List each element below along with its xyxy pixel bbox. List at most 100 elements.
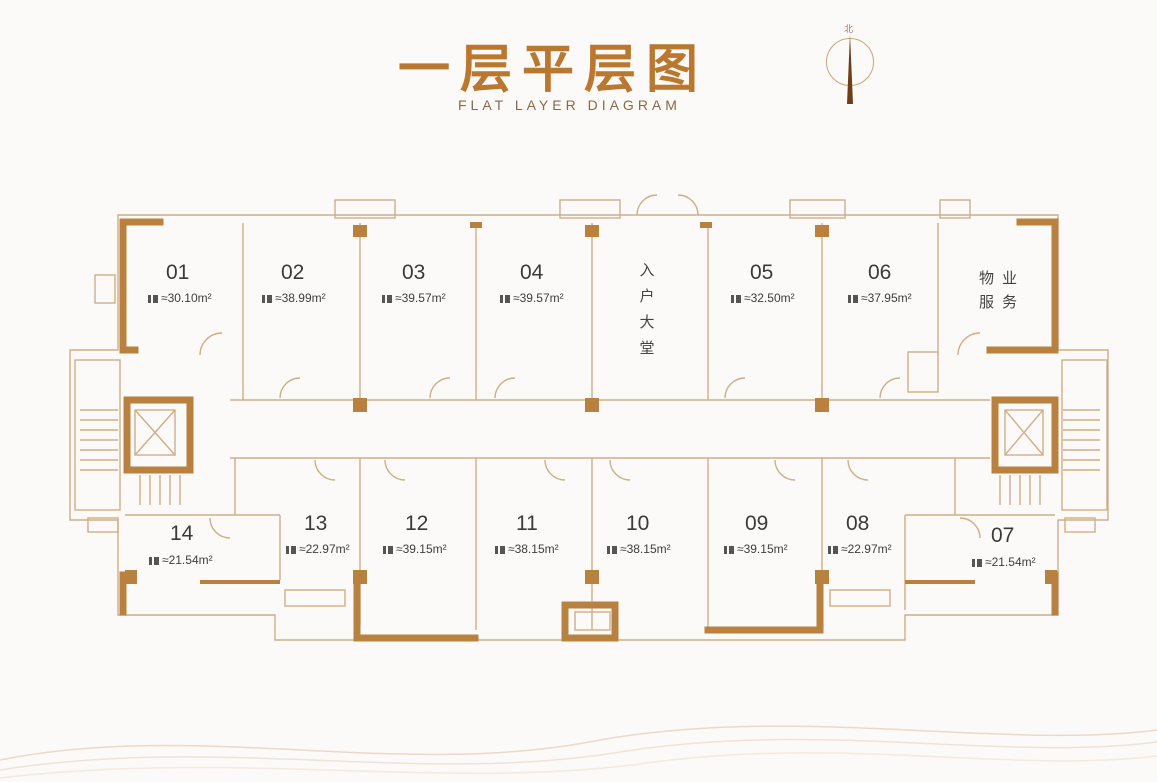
compass-icon: 北 bbox=[820, 22, 880, 104]
corridor-lines bbox=[230, 399, 990, 459]
ac-unit bbox=[559, 199, 621, 219]
area-icon bbox=[148, 294, 158, 303]
ac-unit bbox=[574, 611, 611, 631]
page-subtitle: FLAT LAYER DIAGRAM bbox=[458, 97, 681, 113]
room-11-area-value: ≈38.15m² bbox=[508, 542, 559, 556]
right-steps-2 bbox=[999, 475, 1041, 505]
right-elevator bbox=[1004, 409, 1044, 456]
door-swings-bottom bbox=[209, 459, 981, 539]
area-icon bbox=[495, 545, 505, 554]
room-02-number: 02 bbox=[281, 261, 305, 284]
room-10-number: 10 bbox=[626, 512, 650, 535]
room-08-area: ≈22.97m² bbox=[828, 542, 892, 556]
area-icon bbox=[149, 556, 159, 565]
room-14-number: 14 bbox=[170, 522, 194, 545]
room-04-area-value: ≈39.57m² bbox=[513, 291, 564, 305]
room-07-number: 07 bbox=[991, 524, 1015, 547]
room-01-area-value: ≈30.10m² bbox=[161, 291, 212, 305]
ac-unit bbox=[334, 199, 396, 219]
property-service-line2: 服务 bbox=[979, 293, 1026, 311]
room-14-area: ≈21.54m² bbox=[149, 553, 213, 567]
room-10-area: ≈38.15m² bbox=[607, 542, 671, 556]
right-steps bbox=[1063, 409, 1100, 471]
room-06-number: 06 bbox=[868, 261, 892, 284]
room-03-area-value: ≈39.57m² bbox=[395, 291, 446, 305]
room-09-area: ≈39.15m² bbox=[724, 542, 788, 556]
room-04-number: 04 bbox=[520, 261, 544, 284]
outer-outline bbox=[69, 214, 1109, 641]
room-07-area: ≈21.54m² bbox=[972, 555, 1036, 569]
left-steps bbox=[80, 409, 118, 471]
room-07-area-value: ≈21.54m² bbox=[985, 555, 1036, 569]
property-service-line1: 物业 bbox=[979, 269, 1026, 287]
left-steps-2 bbox=[139, 475, 181, 505]
room-05-area: ≈32.50m² bbox=[731, 291, 795, 305]
area-icon bbox=[724, 545, 734, 554]
bottom-dividers bbox=[234, 458, 956, 630]
entrance-doors bbox=[636, 194, 699, 216]
wall-tr bbox=[986, 218, 1059, 354]
area-icon bbox=[383, 545, 393, 554]
room-04-area: ≈39.57m² bbox=[500, 291, 564, 305]
left-stair bbox=[74, 359, 121, 511]
room-01-number: 01 bbox=[166, 261, 190, 284]
room-03-area: ≈39.57m² bbox=[382, 291, 446, 305]
room-13-area-value: ≈22.97m² bbox=[299, 542, 350, 556]
room-13-area: ≈22.97m² bbox=[286, 542, 350, 556]
ac-unit bbox=[87, 517, 119, 533]
ac-unit bbox=[829, 589, 891, 607]
area-icon bbox=[972, 558, 982, 567]
room-12-area-value: ≈39.15m² bbox=[396, 542, 447, 556]
area-icon bbox=[607, 545, 617, 554]
area-icon bbox=[848, 294, 858, 303]
room-06-area-value: ≈37.95m² bbox=[861, 291, 912, 305]
lobby-char: 户 bbox=[639, 287, 655, 305]
ac-unit bbox=[284, 589, 346, 607]
compass-needle bbox=[847, 34, 853, 104]
room-05-area-value: ≈32.50m² bbox=[744, 291, 795, 305]
ac-unit bbox=[789, 199, 846, 219]
property-service-label: 物业 服务 bbox=[979, 266, 1025, 314]
room-12-area: ≈39.15m² bbox=[383, 542, 447, 556]
area-icon bbox=[828, 545, 838, 554]
right-stair bbox=[1061, 359, 1108, 511]
ac-unit bbox=[94, 274, 116, 304]
room-08-area-value: ≈22.97m² bbox=[841, 542, 892, 556]
ac-unit bbox=[939, 199, 971, 219]
lobby-label: 入 户 大 堂 bbox=[637, 257, 657, 361]
door-swings-top bbox=[199, 332, 981, 399]
decorative-wave bbox=[0, 725, 1157, 779]
lobby-char: 堂 bbox=[639, 339, 655, 357]
shaft bbox=[907, 351, 939, 393]
room-08-number: 08 bbox=[846, 512, 870, 535]
room-09-number: 09 bbox=[745, 512, 769, 535]
area-icon bbox=[731, 294, 741, 303]
wall-bottom-center bbox=[561, 601, 619, 642]
left-elevator bbox=[134, 409, 176, 456]
room-03-number: 03 bbox=[402, 261, 426, 284]
lobby-char: 大 bbox=[639, 313, 655, 331]
ac-unit bbox=[1064, 517, 1096, 533]
lobby-char: 入 bbox=[639, 261, 655, 279]
room-11-area: ≈38.15m² bbox=[495, 542, 559, 556]
room-10-area-value: ≈38.15m² bbox=[620, 542, 671, 556]
room-02-area-value: ≈38.99m² bbox=[275, 291, 326, 305]
wall-tl bbox=[119, 218, 164, 354]
area-icon bbox=[262, 294, 272, 303]
elevator-wall-left bbox=[123, 396, 194, 474]
room-12-number: 12 bbox=[405, 512, 429, 535]
elevator-wall-right bbox=[991, 396, 1059, 474]
area-icon bbox=[286, 545, 296, 554]
room-09-area-value: ≈39.15m² bbox=[737, 542, 788, 556]
room-02-area: ≈38.99m² bbox=[262, 291, 326, 305]
room-06-area: ≈37.95m² bbox=[848, 291, 912, 305]
compass-north-label: 北 bbox=[844, 25, 854, 35]
page-title: 一层平层图 bbox=[398, 40, 709, 100]
room-11-number: 11 bbox=[516, 512, 538, 535]
room-01-area: ≈30.10m² bbox=[148, 291, 212, 305]
room-14-area-value: ≈21.54m² bbox=[162, 553, 213, 567]
room-05-number: 05 bbox=[750, 261, 774, 284]
wall-bottom bbox=[353, 574, 824, 642]
top-dividers bbox=[242, 223, 939, 400]
